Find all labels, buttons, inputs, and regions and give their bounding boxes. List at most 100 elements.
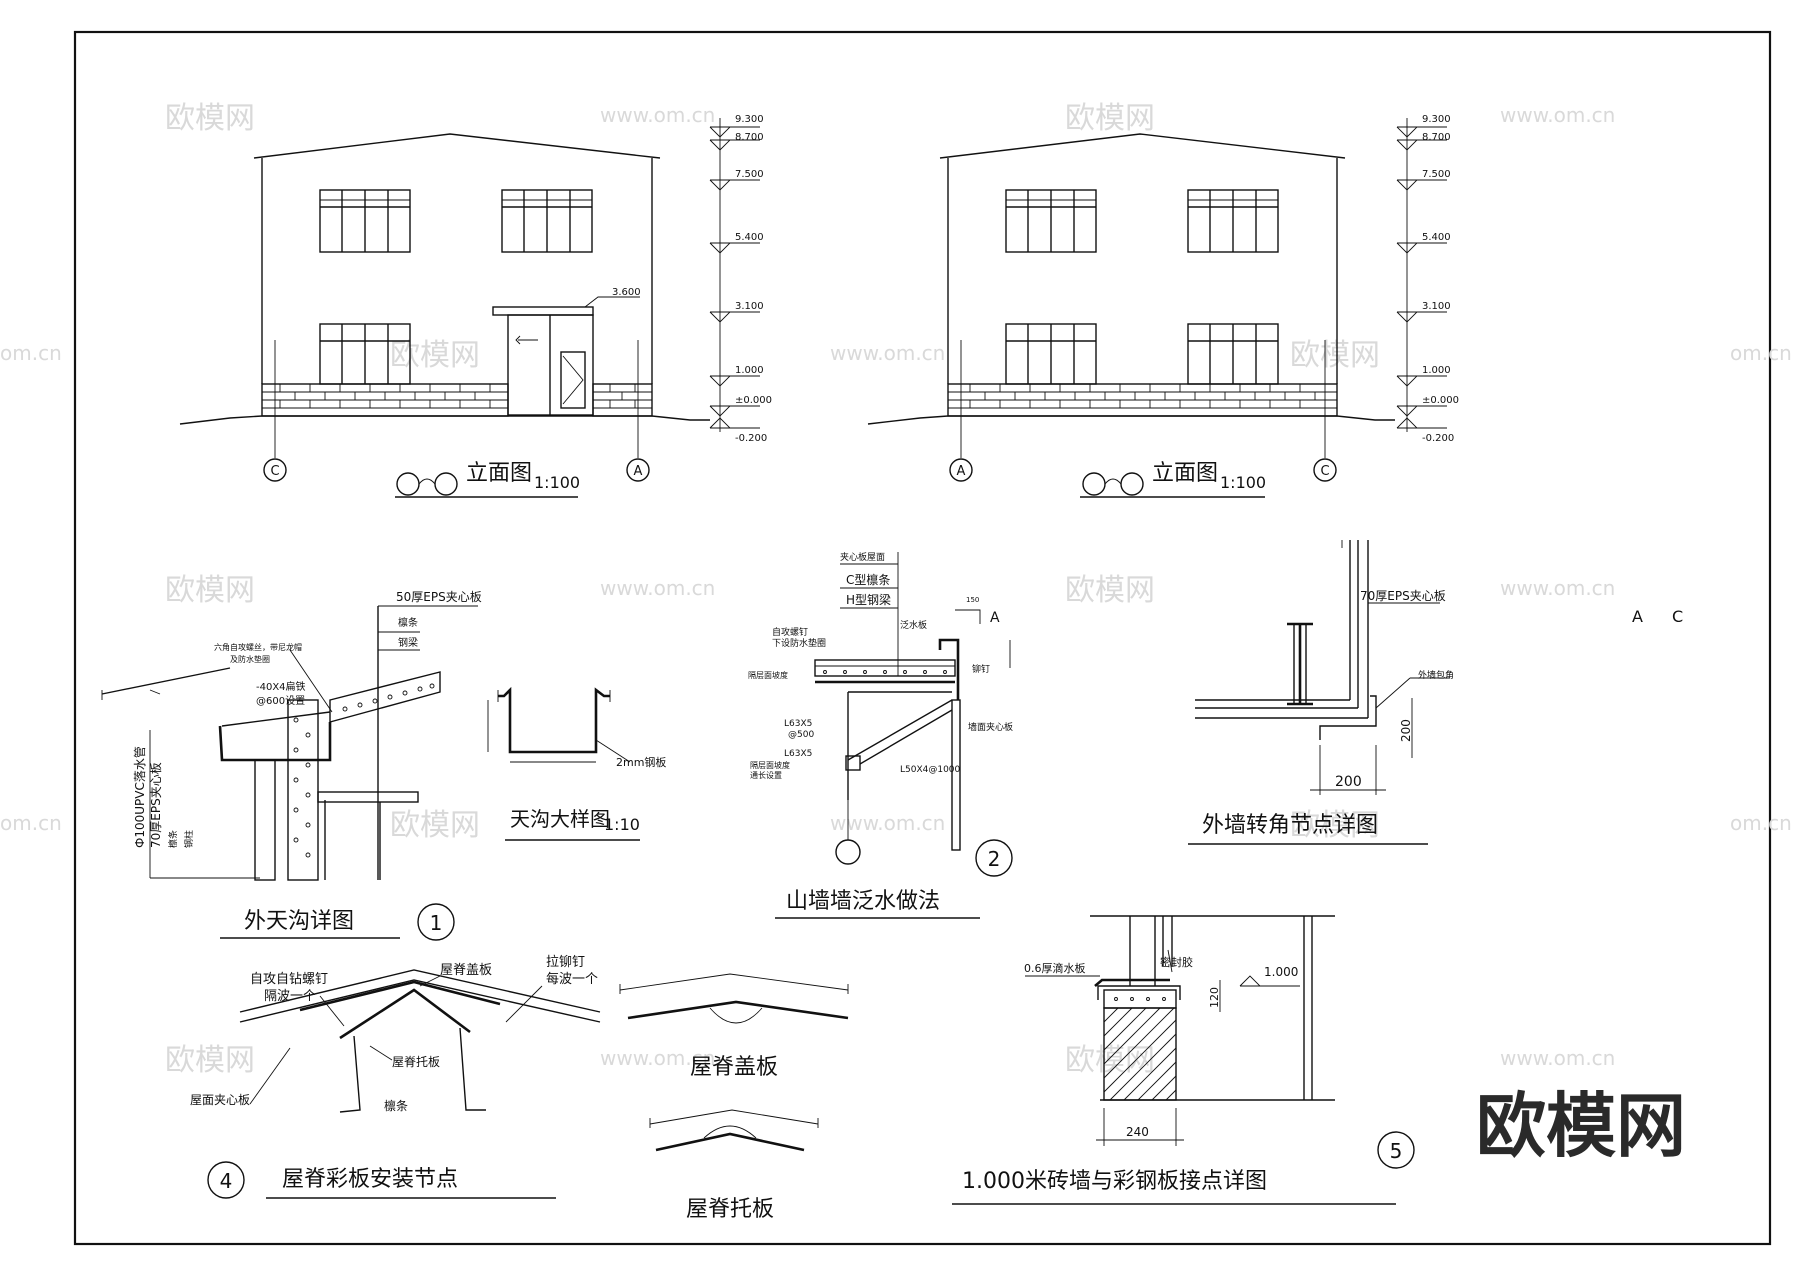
gutter-detail: 50厚EPS夹心板 檩条 钢梁 六角自攻螺丝，带尼龙帽 及防水垫圈 -40X4扁… — [101, 590, 482, 941]
svg-text:50厚EPS夹心板: 50厚EPS夹心板 — [396, 590, 482, 604]
svg-text:H型钢梁: H型钢梁 — [846, 592, 891, 607]
level-mark: 1.000 — [709, 365, 764, 387]
svg-text:L63X5: L63X5 — [784, 749, 812, 759]
level-mark: 7.500 — [1396, 169, 1451, 191]
svg-text:C型檩条: C型檩条 — [846, 572, 890, 587]
svg-text:L63X5: L63X5 — [784, 719, 812, 729]
svg-text:7.500: 7.500 — [1422, 169, 1451, 180]
svg-text:外墙包角: 外墙包角 — [1418, 669, 1454, 681]
gable-flashing-title: 山墙墙泛水做法 — [786, 889, 940, 914]
level-mark: 8.700 — [1396, 132, 1451, 151]
gutter-sample: 2mm钢板 天沟大样图 1:10 — [487, 686, 666, 841]
svg-text:下设防水垫圈: 下设防水垫圈 — [772, 637, 826, 649]
svg-text:钢梁: 钢梁 — [398, 636, 418, 649]
level-mark: -0.200 — [1396, 417, 1454, 444]
svg-text:檩条: 檩条 — [384, 1098, 408, 1113]
watermark-site: www.om.cn — [600, 103, 715, 127]
watermark-site: www.om.cn — [830, 341, 945, 365]
svg-text:1.000: 1.000 — [735, 365, 764, 376]
ridge-support-title: 屋脊托板 — [686, 1197, 774, 1222]
brick-plinth — [947, 383, 1338, 417]
svg-text:A: A — [990, 610, 1000, 626]
watermark-brand: 欧模网 — [1290, 808, 1380, 843]
axis-label: C — [1320, 464, 1329, 479]
watermark-site: om.cn — [0, 341, 62, 365]
detail-number: 4 — [220, 1169, 233, 1193]
watermark-brand: 欧模网 — [165, 573, 255, 608]
svg-text:屋脊盖板: 屋脊盖板 — [440, 963, 492, 978]
axis-label: C — [270, 464, 279, 479]
brick-wall-detail-title: 1.000米砖墙与彩钢板接点详图 — [962, 1169, 1267, 1194]
level-mark: 3.100 — [1396, 301, 1451, 323]
svg-text:200: 200 — [1335, 774, 1362, 790]
drawing-frame — [73, 30, 1772, 1246]
svg-text:檩条: 檩条 — [398, 616, 418, 629]
watermark-site: www.om.cn — [1500, 576, 1615, 600]
elevation-left: 3.600 C A 立面图 1: — [179, 133, 710, 498]
svg-text:9.300: 9.300 — [1422, 114, 1451, 125]
detail-number: 1 — [430, 911, 443, 935]
window — [1005, 189, 1097, 253]
watermark-brand: 欧模网 — [1065, 101, 1155, 136]
svg-text:屋面夹心板: 屋面夹心板 — [190, 1093, 250, 1107]
level-mark: 8.700 — [709, 132, 764, 151]
ridge-install-title: 屋脊彩板安装节点 — [282, 1167, 458, 1192]
gutter-sample-scale: 1:10 — [604, 815, 640, 834]
brand-logo: 欧模网 — [1476, 1085, 1686, 1167]
svg-text:L50X4@1000: L50X4@1000 — [900, 765, 961, 775]
svg-text:-0.200: -0.200 — [1422, 433, 1454, 444]
level-mark: 7.500 — [709, 169, 764, 191]
corner-detail: 70厚EPS夹心板 外墙包角 200 200 A C 外墙转角节点详图 — [1188, 540, 1683, 845]
svg-text:屋脊托板: 屋脊托板 — [392, 1055, 440, 1069]
detail-number: 5 — [1390, 1139, 1403, 1163]
window — [1187, 189, 1279, 253]
svg-text:钢柱: 钢柱 — [183, 830, 195, 848]
watermark-site: www.om.cn — [1500, 1046, 1615, 1070]
window — [319, 189, 411, 253]
watermark-site: om.cn — [1730, 811, 1792, 835]
ridge-install: 自攻自钻螺钉 隔波一个 屋脊盖板 拉铆钉 每波一个 屋脊托板 屋面夹心板 檩条 … — [190, 955, 601, 1199]
svg-text:-0.200: -0.200 — [735, 433, 767, 444]
svg-text:拉铆钉: 拉铆钉 — [546, 955, 585, 970]
svg-text:120: 120 — [1208, 987, 1221, 1008]
svg-text:六角自攻螺丝，带尼龙帽: 六角自攻螺丝，带尼龙帽 — [214, 642, 302, 652]
level-mark: -0.200 — [709, 417, 767, 444]
watermark-site: www.om.cn — [1500, 103, 1615, 127]
svg-text:8.700: 8.700 — [735, 132, 764, 143]
watermark-site: om.cn — [1730, 341, 1792, 365]
svg-text:@600设置: @600设置 — [256, 695, 305, 707]
svg-text:通长设置: 通长设置 — [750, 770, 782, 780]
svg-text:5.400: 5.400 — [1422, 232, 1451, 243]
level-mark: 9.300 — [709, 114, 764, 138]
elevation-right: A C 立面图 1:100 — [867, 133, 1395, 498]
brick-plinth — [261, 383, 653, 417]
elevation-title: 立面图 — [1152, 461, 1218, 486]
axis-label: C — [1672, 607, 1683, 626]
axis-label: A — [1632, 607, 1643, 626]
level-mark: 5.400 — [1396, 232, 1451, 254]
svg-text:8.700: 8.700 — [1422, 132, 1451, 143]
svg-text:墙面夹心板: 墙面夹心板 — [968, 721, 1013, 733]
ridge-cover: 屋脊盖板 — [619, 973, 849, 1080]
svg-text:及防水垫圈: 及防水垫圈 — [230, 654, 270, 664]
svg-text:5.400: 5.400 — [735, 232, 764, 243]
level-mark: 1.000 — [1396, 365, 1451, 387]
svg-text:-40X4扁铁: -40X4扁铁 — [256, 680, 306, 693]
svg-text:3.100: 3.100 — [735, 301, 764, 312]
window — [501, 189, 593, 253]
window — [1005, 323, 1097, 385]
ridge-support: 屋脊托板 — [649, 1109, 819, 1222]
level-mark: 3.100 — [709, 301, 764, 323]
svg-text:150: 150 — [966, 596, 979, 604]
elevation-scale: 1:100 — [534, 473, 580, 492]
svg-text:自攻自钻螺钉: 自攻自钻螺钉 — [250, 972, 328, 987]
svg-text:密封胶: 密封胶 — [1160, 955, 1193, 969]
watermark-brand: 欧模网 — [1290, 338, 1380, 373]
canopy-level: 3.600 — [612, 287, 641, 298]
gutter-sample-title: 天沟大样图 — [510, 807, 610, 831]
level-mark: 5.400 — [709, 232, 764, 254]
watermark-brand: 欧模网 — [1065, 573, 1155, 608]
watermark-brand: 欧模网 — [165, 101, 255, 136]
watermark-brand: 欧模网 — [390, 338, 480, 373]
watermark-site: www.om.cn — [830, 811, 945, 835]
